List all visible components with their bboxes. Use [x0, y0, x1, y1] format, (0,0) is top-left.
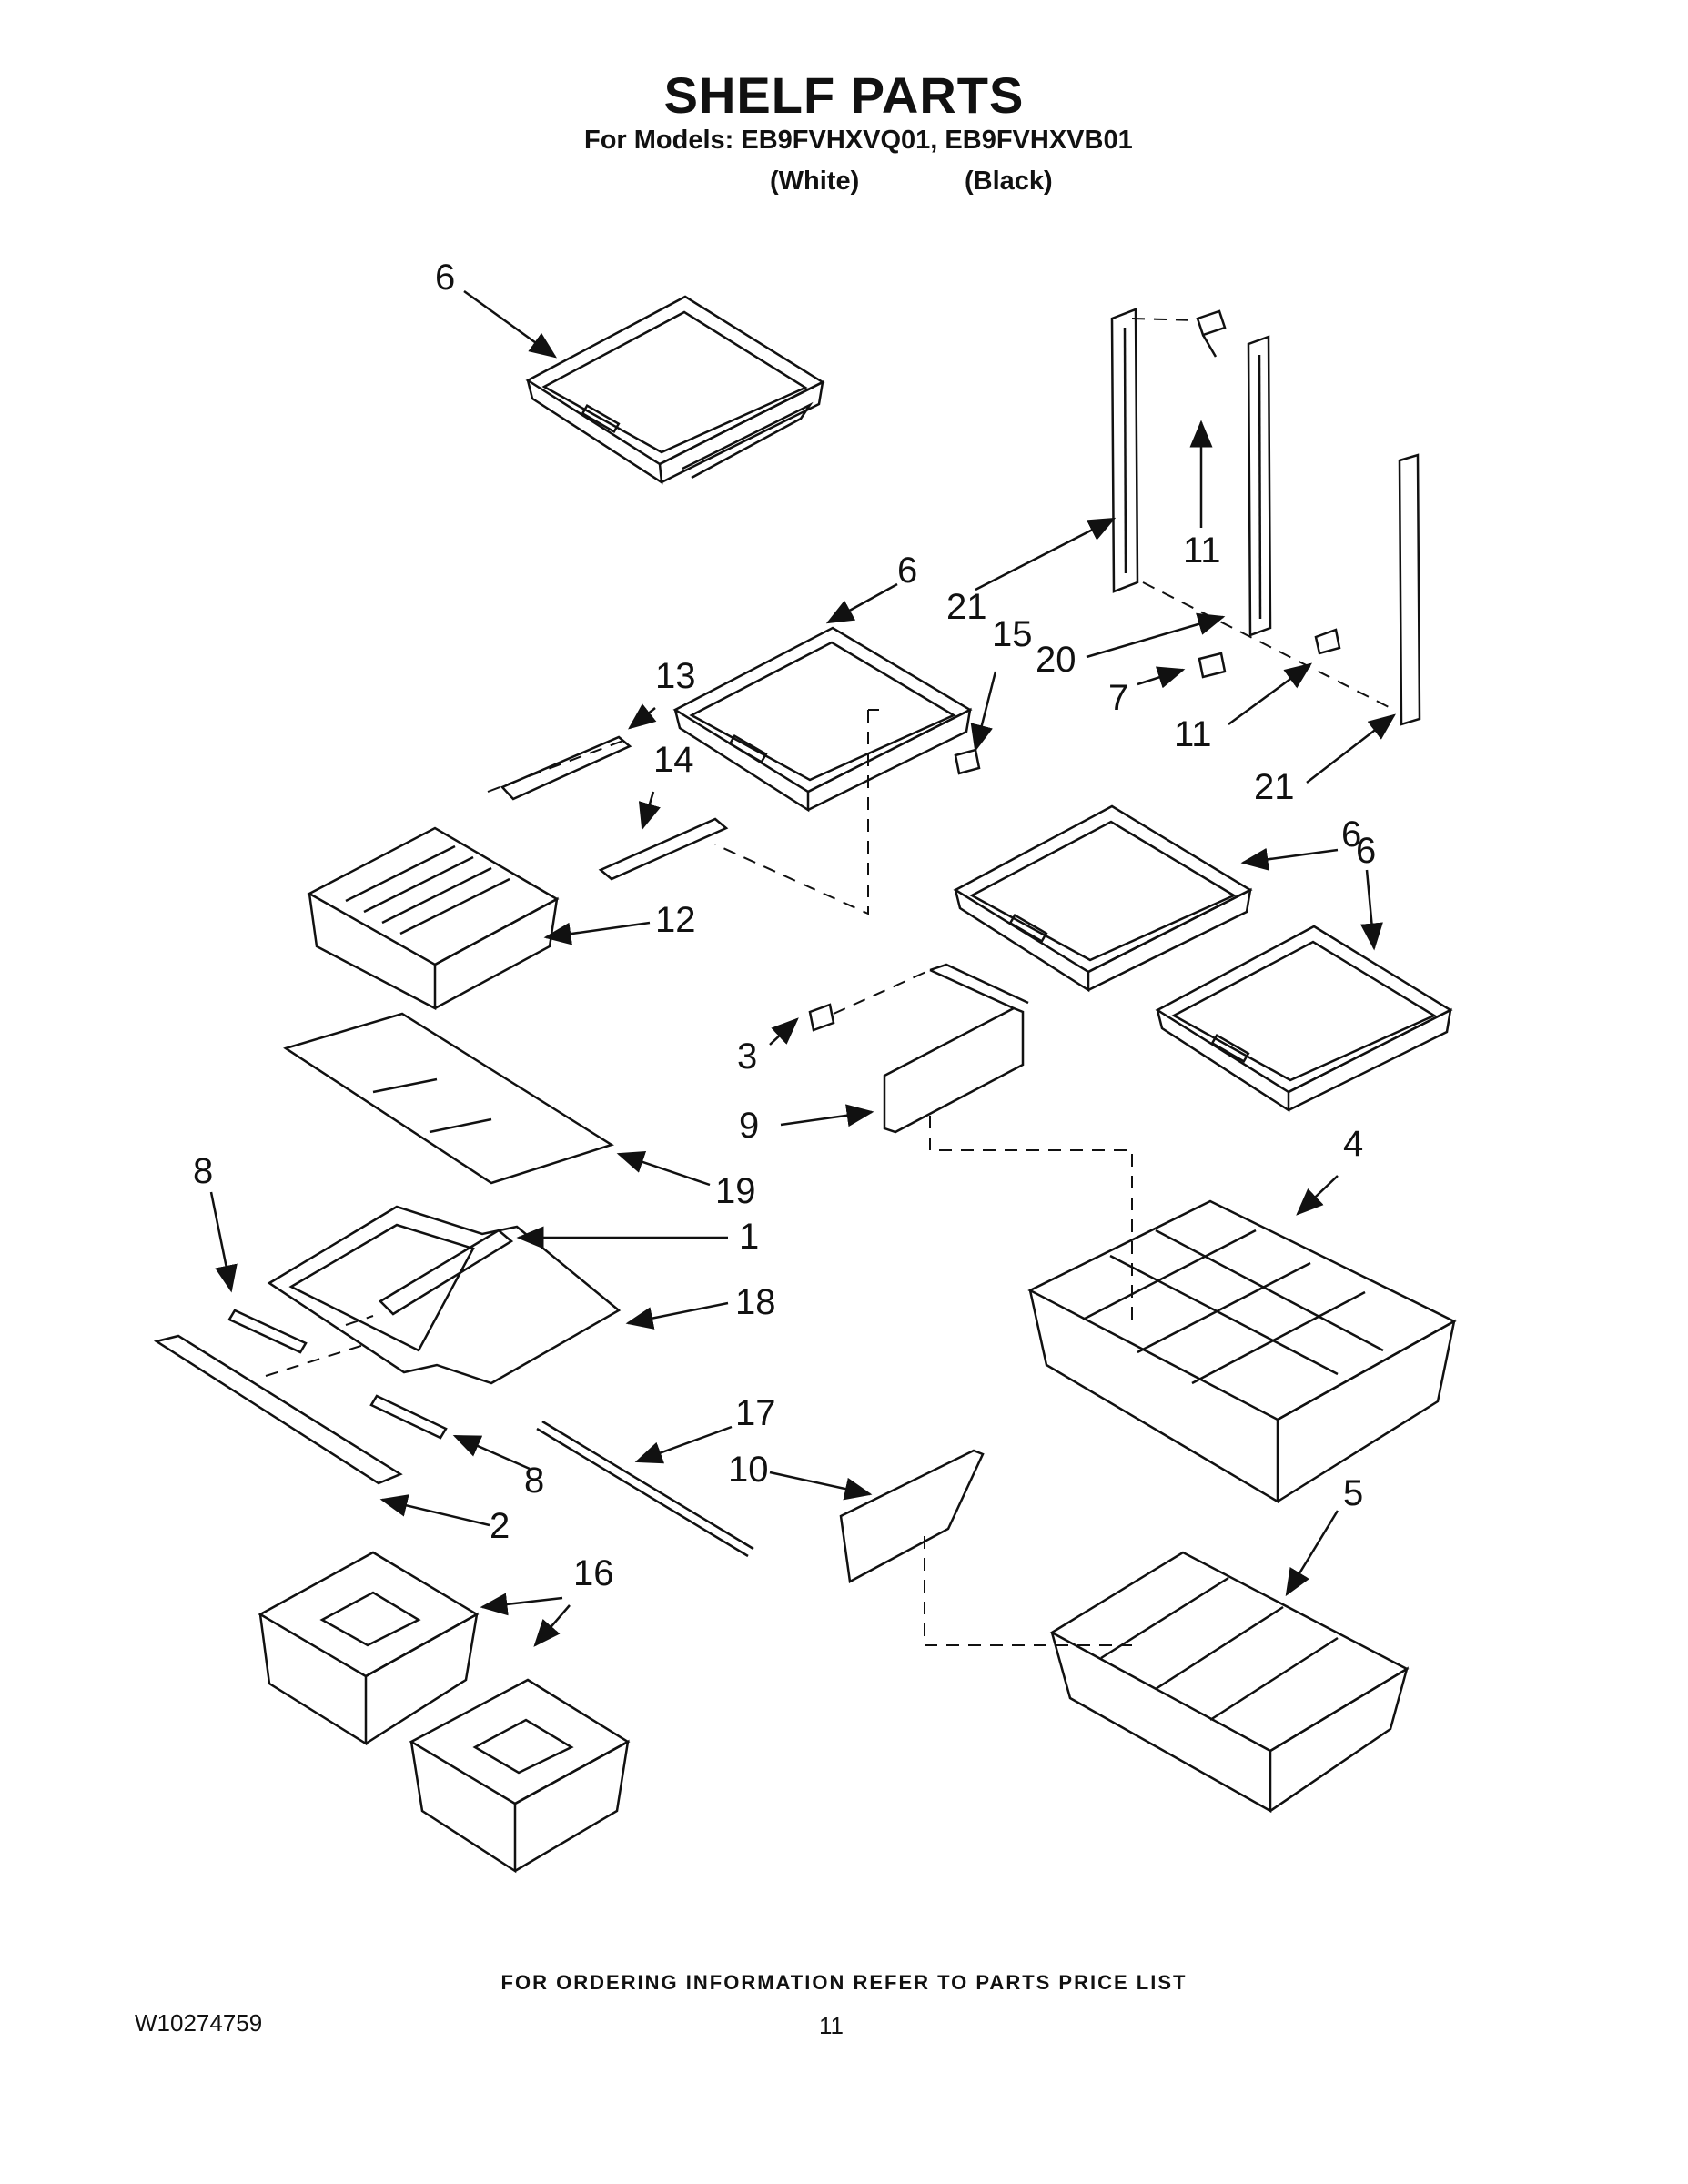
shelf-rail-20	[1247, 335, 1272, 637]
callout-2: 2	[490, 1506, 510, 1546]
screw-7	[1198, 652, 1227, 679]
leader-arrows	[209, 289, 1396, 1647]
basket-divider-10	[839, 1449, 985, 1583]
callout-13: 13	[655, 656, 696, 696]
callout-1: 1	[739, 1217, 759, 1257]
callout-6-right-2: 6	[1356, 831, 1376, 871]
bracket-8-right	[369, 1394, 448, 1440]
wire-basket-4	[1027, 1199, 1457, 1504]
callout-12: 12	[655, 900, 696, 940]
page-title: SHELF PARTS	[663, 66, 1025, 124]
shelf-frame-18	[267, 1205, 622, 1385]
callout-labels: 6 6 6 6 21 21 11 11 15 20 7 13 14 12 3 9…	[193, 258, 1376, 1593]
shelf-6-right-2	[1155, 925, 1453, 1113]
basket-divider-9	[883, 963, 1029, 1134]
shelf-rail-21-right	[1398, 453, 1421, 726]
callout-6-top: 6	[435, 258, 455, 298]
crisper-bin-16-left	[258, 1551, 480, 1746]
callout-17: 17	[735, 1393, 776, 1433]
bracket-8-left	[227, 1309, 308, 1354]
callout-3: 3	[737, 1036, 757, 1077]
callout-6-middle: 6	[897, 551, 917, 591]
drawer-slide-13	[500, 735, 632, 801]
callout-4: 4	[1343, 1124, 1363, 1164]
drawer-slide-14	[598, 817, 729, 881]
page-number: 11	[819, 2012, 844, 2039]
screw-15	[954, 748, 981, 775]
rod-17	[536, 1420, 754, 1558]
callout-19: 19	[715, 1171, 756, 1211]
shelf-rail-21-left	[1110, 308, 1139, 593]
callout-11-top: 11	[1183, 531, 1221, 571]
callout-8-right: 8	[524, 1461, 544, 1501]
callout-15: 15	[992, 614, 1033, 654]
assembly-lines	[265, 318, 1395, 1646]
callout-5: 5	[1343, 1473, 1363, 1513]
variant-black-label: (Black)	[965, 167, 1053, 196]
meat-drawer-12	[307, 826, 560, 1011]
document-number: W10274759	[135, 2009, 263, 2037]
callout-20: 20	[1036, 640, 1076, 680]
front-trim-2	[153, 1334, 403, 1485]
callout-10: 10	[728, 1450, 769, 1490]
shelf-6-middle	[672, 626, 973, 813]
shelf-6-top	[525, 295, 825, 485]
models-line: For Models: EB9FVHXVQ01, EB9FVHXVB01	[584, 126, 1133, 155]
callout-8-left: 8	[193, 1151, 213, 1191]
wire-basket-5	[1049, 1551, 1410, 1814]
ordering-note: FOR ORDERING INFORMATION REFER TO PARTS …	[500, 1971, 1188, 1994]
callout-14: 14	[653, 740, 694, 780]
glass-shelf-19	[283, 1012, 614, 1185]
screw-3	[808, 1003, 835, 1032]
divider-1	[378, 1228, 514, 1316]
shelf-6-right-1	[953, 804, 1253, 993]
screw-11-bottom	[1314, 628, 1341, 655]
callout-21-bottom: 21	[1254, 767, 1295, 807]
screw-11-top	[1196, 309, 1227, 358]
callout-16: 16	[573, 1553, 614, 1593]
callout-21-top: 21	[946, 587, 987, 627]
callout-11-bottom: 11	[1174, 714, 1212, 754]
variant-white-label: (White)	[770, 167, 860, 196]
callout-18: 18	[735, 1282, 776, 1322]
crisper-bin-16-right	[409, 1678, 631, 1874]
callout-9: 9	[739, 1106, 759, 1146]
callout-6-right-1: 6	[1341, 814, 1361, 854]
callout-7: 7	[1108, 678, 1128, 718]
